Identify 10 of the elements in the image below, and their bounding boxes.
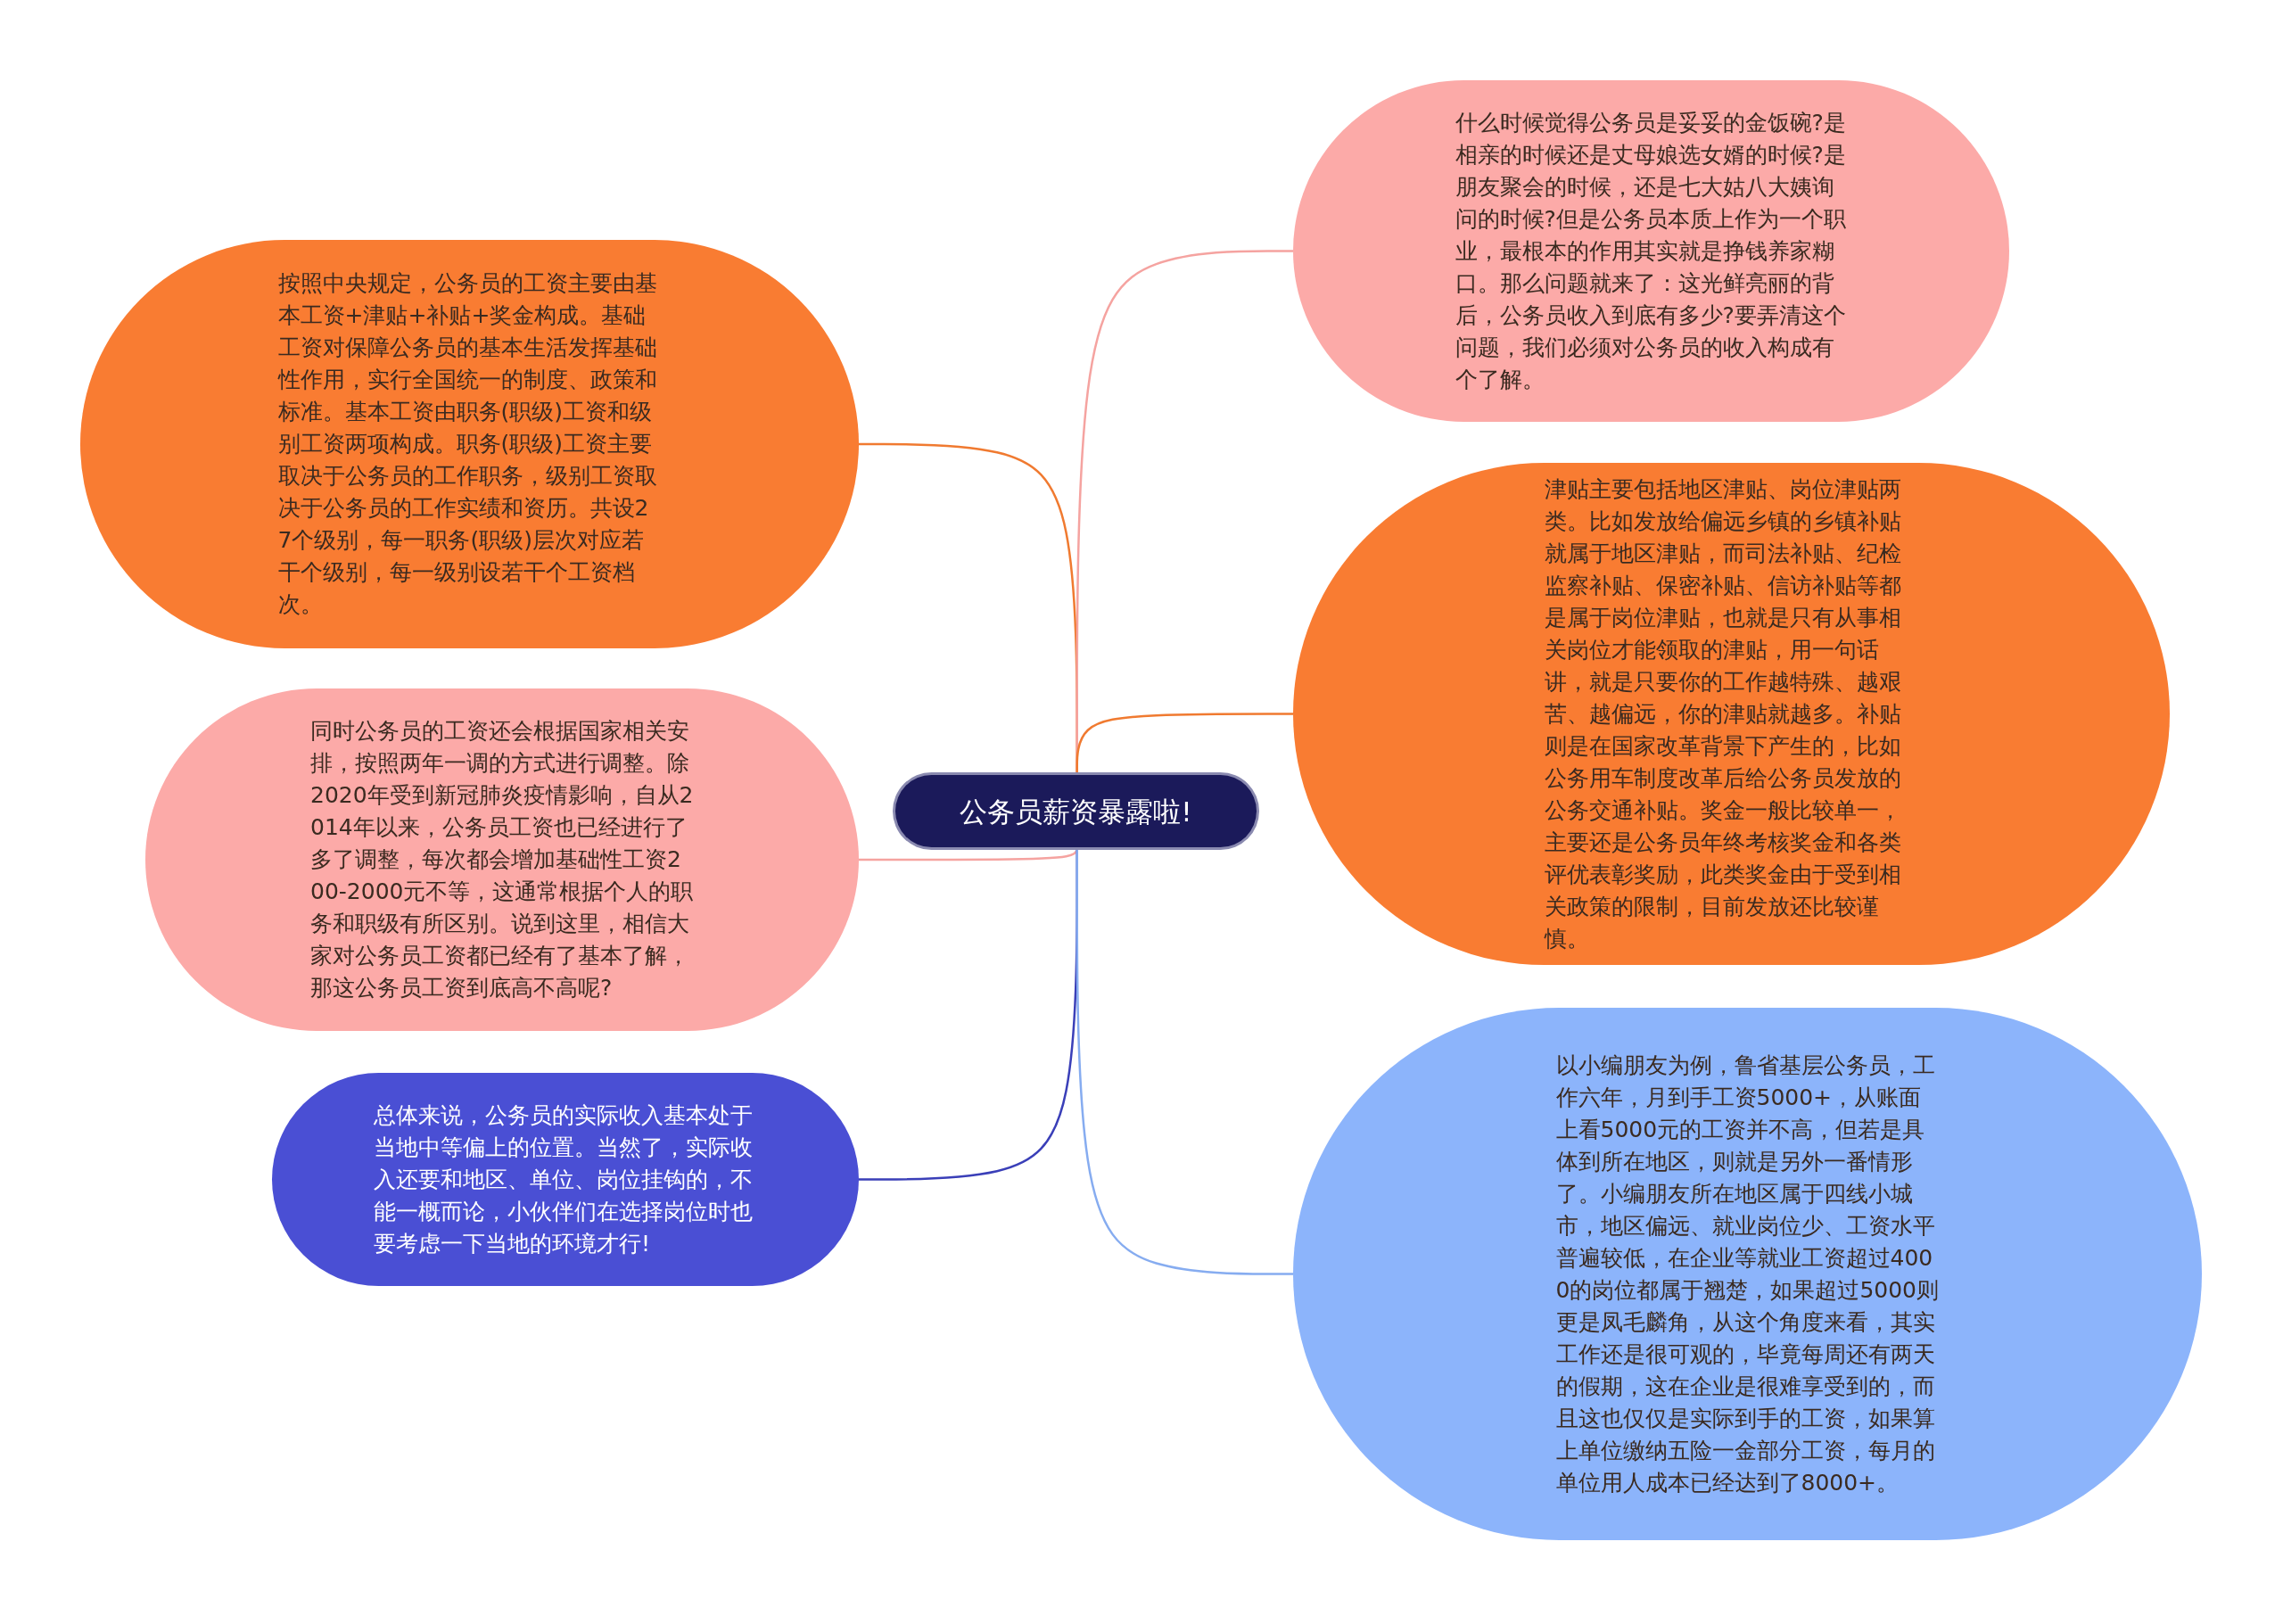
node-text: 总体来说，公务员的实际收入基本处于当地中等偏上的位置。当然了，实际收入还要和地区、单位、岗位挂钩的，不能一概而论，小伙伴们在选择岗位时也要考虑一下当地的环境才行! bbox=[374, 1101, 754, 1258]
node-text: 什么时候觉得公务员是妥妥的金饭碗?是相亲的时候还是丈母娘选女婿的时候?是朋友聚会的时候，还是七大姑八大姨询问的时候?但是公务员本质上作为一个职业，最根本的作用其实就是挣钱养家糊口。那么问题就来了：这光鲜亮丽的背后，公务员收入到底有多少?要弄清这个问题，我们必须对公务员的收入构成有个了解。 bbox=[1455, 108, 1847, 394]
topic-node bbox=[895, 775, 1257, 847]
topic-text: 公务员薪资暴露啦! bbox=[959, 795, 1193, 828]
node-text: 按照中央规定，公务员的工资主要由基本工资+津贴+补贴+奖金构成。基础工资对保障公务员的基本生活发挥基础性作用，实行全国统一的制度、政策和标准。基本工资由职务(职级)工资和级别工资两项构成。职务(职级)工资主要取决于公务员的工作职务，级别工资取决于公务员的工作实绩和资历。共设27个级别，每一职务(职级)层次对应若干个级别，每一级别设若干个工资档次。 bbox=[277, 269, 658, 619]
connector-line bbox=[1076, 847, 1293, 1275]
node-text: 津贴主要包括地区津贴、岗位津贴两类。比如发放给偏远乡镇的乡镇补贴就属于地区津贴，而司法补贴、纪检监察补贴、保密补贴、信访补贴等都是属于岗位津贴，也就是只有从事相关岗位才能领取的津贴，用一句话讲，就是只要你的工作越特殊、越艰苦、越偏远，你的津贴就越多。补贴则是在国家改革背景下产生的，比如公务用车制度改革后给公务员发放的公务交通补贴。奖金一般比较单一，主要还是公务员年终考核奖金和各类评优表彰奖励，此类奖金由于受到相关政策的限制，目前发放还比较谨慎。 bbox=[1544, 474, 1902, 953]
node-text: 以小编朋友为例，鲁省基层公务员，工作六年，月到手工资5000+，从账面上看5000元的工资并不高，但若是具体到所在地区，则就是另外一番情形了。小编朋友所在地区属于四线小城市，地区偏远、就业岗位少、工资水平普遍较低，在企业等就业工资超过4000的岗位都属于翘楚，如果超过5000则更是凤毛麟角，从这个角度来看，其实工作还是很可观的，毕竟每周还有两天的假期，这在企业是很难享受到的，而且这也仅仅是实际到手的工资，如果算上单位缴纳五险一金部分工资，每月的单位用人成本已经达到了8000+。 bbox=[1555, 1051, 1940, 1497]
connector-line bbox=[1076, 713, 1293, 775]
node-text: 同时公务员的工资还会根据国家相关安排，按照两年一调的方式进行调整。除2020年受到新冠肺炎疫情影响，自从2014年以来，公务员工资也已经进行了多了调整，每次都会增加基础性工资200-2000元不等，这通常根据个人的职务和职级有所区别。说到这里，相信大家对公务员工资都已经有了基本了解，那这公务员工资到底高不高呢? bbox=[310, 717, 694, 1002]
